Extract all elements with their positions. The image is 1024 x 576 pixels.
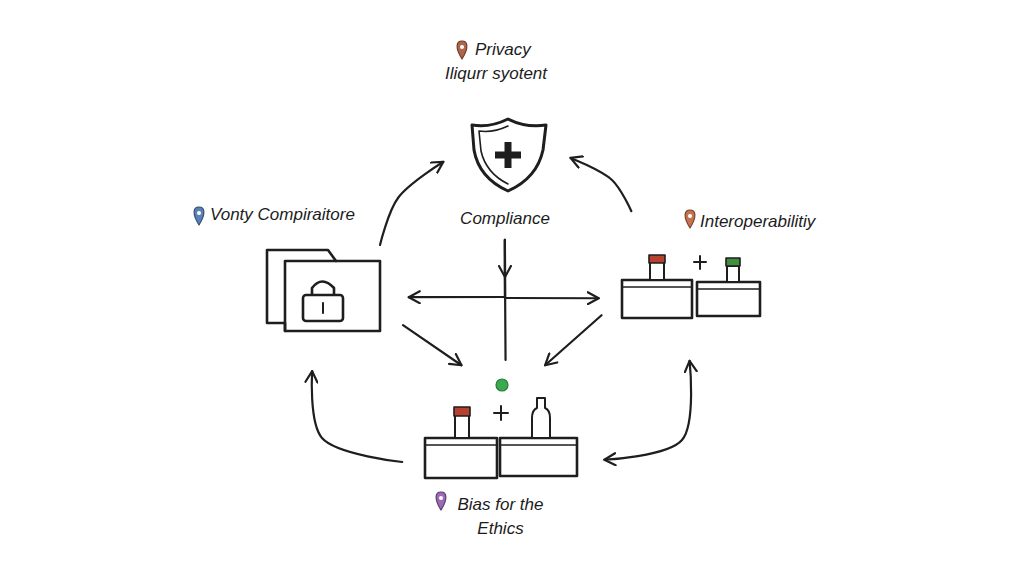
plus-symbol [494,406,508,420]
pin-icon [194,207,204,225]
cross-symbol [495,142,521,168]
pin-icon [685,210,695,228]
flow-arrow [604,361,691,460]
bottle-icon [532,398,550,438]
box-top-line [425,444,497,446]
node-heading: Vonty Compiraitore [210,203,410,227]
jar-body [727,266,739,282]
folder-icon [267,250,380,331]
plus-symbol [694,256,706,269]
flow-arrow [380,162,443,245]
flow-arrow [403,325,461,365]
box-top-line [622,286,692,288]
jar-cap [726,258,740,266]
shield-icon [472,119,546,191]
padlock-keyhole [322,303,324,313]
illustration-node: Interoperabilitiy [620,252,762,320]
flow-arrow [545,315,601,365]
node-heading: Interoperabilitiy [700,210,880,234]
illustration-node: Bias for the Ethics [425,405,577,480]
jar-body [455,415,469,438]
box-icon [622,280,692,318]
box-top-line [697,288,760,290]
flow-arrow [409,240,505,297]
box-icon [425,438,497,478]
node-caption: Compliance [440,207,570,231]
illustration-node: Privacy Iliqurr syotentCompliance [468,115,550,193]
box-icon [500,438,577,476]
jar-cap [649,255,665,263]
box-icon [697,282,760,316]
padlock-body [303,295,343,321]
node-heading: Privacy Iliqurr syotent [445,38,570,86]
pin-icon [436,492,446,510]
jar-cap [454,407,470,416]
box-top-line [500,444,577,446]
junction-dot [496,379,508,391]
flow-arrow [571,158,632,211]
flow-arrow [504,240,507,360]
illustration-node: Vonty Compiraitore [265,245,380,332]
pin-icon [457,41,467,59]
flow-arrow [312,371,402,462]
jar-body [650,262,664,280]
flow-arrow [505,240,599,298]
node-heading: Bias for the Ethics [443,493,558,541]
